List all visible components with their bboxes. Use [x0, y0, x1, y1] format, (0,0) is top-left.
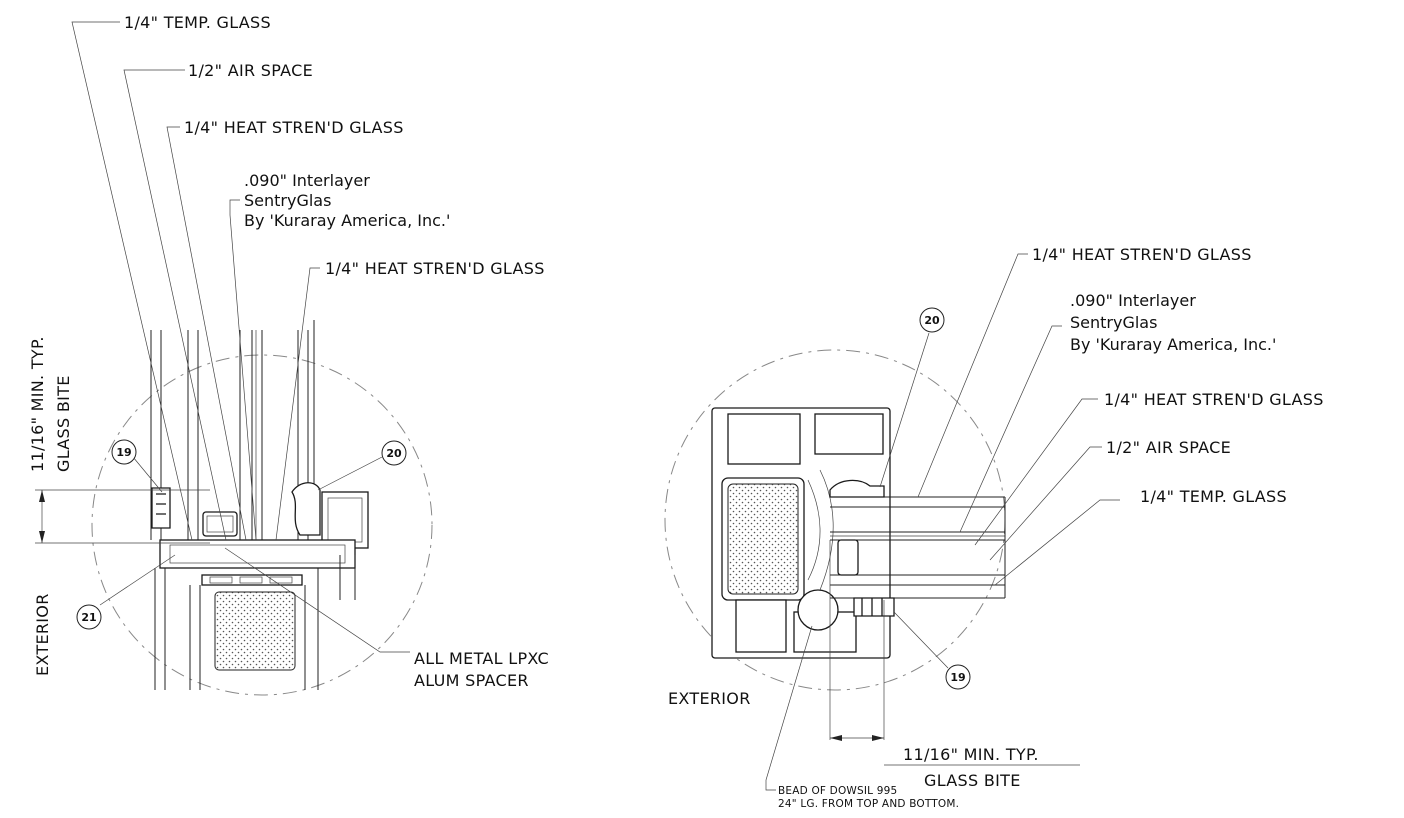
label-air-space-right: 1/2" AIR SPACE — [1106, 438, 1231, 457]
label-heat-glass-1: 1/4" HEAT STREN'D GLASS — [184, 118, 404, 137]
label-heat-glass-2-right: 1/4" HEAT STREN'D GLASS — [1104, 390, 1324, 409]
right-leaders — [765, 253, 1120, 791]
label-bite-1-right: 11/16" MIN. TYP. — [903, 745, 1039, 764]
right-gasket-19 — [853, 597, 895, 617]
left-detail: 19 20 21 1/4" TEMP. GLASS 1/2" AIR SPACE… — [28, 13, 549, 696]
left-frame-profile — [154, 491, 369, 690]
label-interlayer-2-right: SentryGlas — [1070, 313, 1157, 332]
right-gasket-20 — [829, 479, 885, 498]
label-spacer-1: ALL METAL LPXC — [414, 649, 549, 668]
right-dimension-glass-bite — [829, 540, 1080, 766]
tag-19-text: 19 — [950, 671, 965, 684]
tag-20-text: 20 — [924, 314, 940, 327]
left-dimension-glass-bite — [35, 489, 210, 544]
label-interlayer-1-right: .090" Interlayer — [1070, 291, 1196, 310]
tag-19-text: 19 — [116, 446, 131, 459]
tag-21-text: 21 — [81, 611, 96, 624]
left-tag-21: 21 — [76, 604, 102, 630]
label-exterior-right: EXTERIOR — [668, 689, 751, 708]
left-spacer — [202, 511, 238, 537]
right-frame-profile — [711, 407, 891, 659]
label-bite-2-right: GLASS BITE — [924, 771, 1021, 790]
label-bead-1: BEAD OF DOWSIL 995 — [778, 785, 897, 797]
label-heat-glass-2: 1/4" HEAT STREN'D GLASS — [325, 259, 545, 278]
label-air-space: 1/2" AIR SPACE — [188, 61, 313, 80]
left-tag-19: 19 — [111, 439, 137, 465]
left-tag-20: 20 — [381, 440, 407, 466]
label-bite-1: 11/16" MIN. TYP. — [28, 336, 47, 472]
label-interlayer-1: .090" Interlayer — [244, 171, 370, 190]
label-interlayer-2: SentryGlas — [244, 191, 331, 210]
label-heat-glass-1-right: 1/4" HEAT STREN'D GLASS — [1032, 245, 1252, 264]
right-detail: 20 19 1/4" HEAT STREN'D GLASS .090" Inte… — [664, 245, 1324, 810]
left-gasket-20 — [291, 482, 321, 536]
left-gasket-19 — [151, 487, 171, 529]
tag-20-text: 20 — [386, 447, 402, 460]
right-tag-19: 19 — [945, 664, 971, 690]
label-interlayer-3-right: By 'Kuraray America, Inc.' — [1070, 335, 1276, 354]
right-tag-20: 20 — [919, 307, 945, 333]
label-spacer-2: ALUM SPACER — [414, 671, 529, 690]
left-leaders — [71, 21, 410, 653]
label-exterior-left: EXTERIOR — [33, 593, 52, 676]
label-temp-glass-right: 1/4" TEMP. GLASS — [1140, 487, 1287, 506]
left-detail-boundary — [91, 354, 433, 696]
label-temp-glass: 1/4" TEMP. GLASS — [124, 13, 271, 32]
label-bite-2: GLASS BITE — [54, 375, 73, 472]
label-interlayer-3: By 'Kuraray America, Inc.' — [244, 211, 450, 230]
label-bead-2: 24" LG. FROM TOP AND BOTTOM. — [778, 798, 959, 810]
right-spacer — [837, 539, 859, 576]
